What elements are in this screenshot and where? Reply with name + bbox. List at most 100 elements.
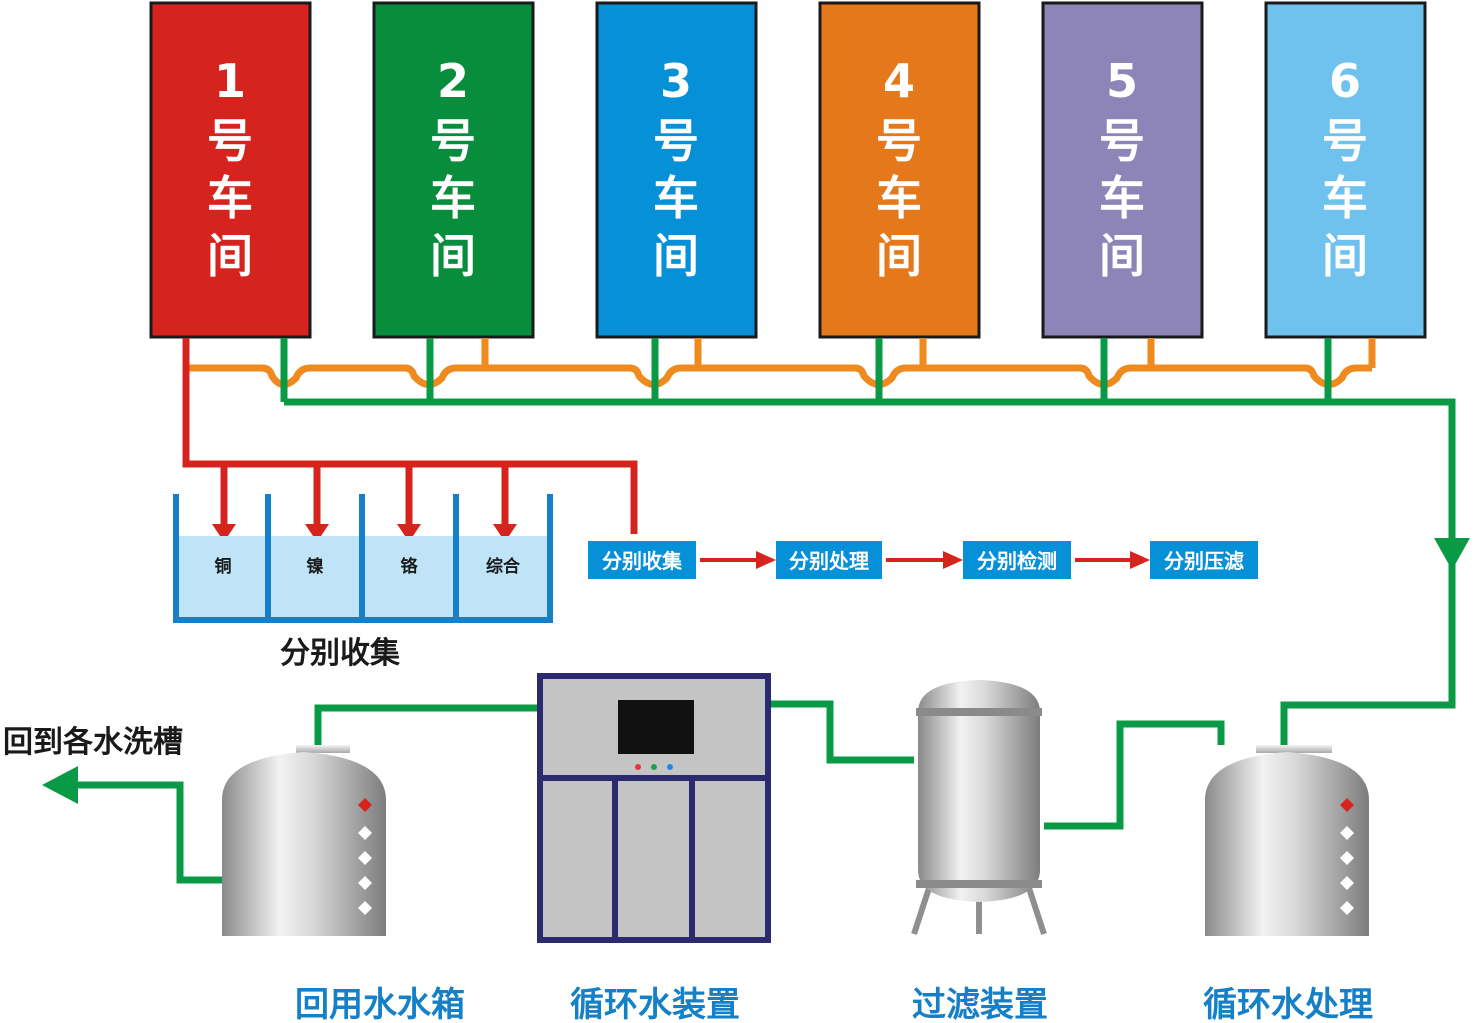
treatment-tank-level-3	[1340, 876, 1354, 890]
step-4-box	[1150, 541, 1258, 579]
reuse-tank-cap	[296, 745, 350, 753]
workshop-5-char-2: 车	[1099, 171, 1145, 225]
indicator-light-blue	[667, 764, 673, 770]
red-arrow-1	[212, 524, 236, 542]
workshop-5-box	[1041, 1, 1204, 339]
caption-filter-device: 过滤装置	[912, 985, 1048, 1023]
workshop-1-box	[149, 1, 312, 339]
workshop-2-char-3: 间	[430, 229, 476, 283]
workshop-6-number: 6	[1329, 54, 1361, 108]
filter-body	[918, 680, 1040, 902]
treatment-tank-cap	[1256, 745, 1332, 753]
collection-caption: 分别收集	[280, 636, 401, 671]
workshop-1-char-2: 车	[207, 171, 253, 225]
caption-reuse-tank: 回用水水箱	[295, 985, 465, 1023]
circulation-cabinet	[537, 673, 771, 943]
green-return-arrow	[42, 766, 78, 804]
workshop-6-char-3: 间	[1322, 229, 1368, 283]
reuse-tank-level-3	[358, 876, 372, 890]
treatment-tank-level-1	[1340, 826, 1354, 840]
workshop-4: 4 号 车 间	[818, 1, 981, 339]
red-arrow-2	[305, 524, 329, 542]
step-arrow-1-head	[756, 551, 776, 569]
workshop-3-box	[595, 1, 758, 339]
workshop-6-char-2: 车	[1322, 171, 1368, 225]
workshop-5-number: 5	[1106, 54, 1138, 108]
filter-band-bottom	[916, 880, 1042, 888]
treatment-tank-level-2	[1340, 851, 1354, 865]
red-arrow-3	[397, 524, 421, 542]
green-pipe	[75, 338, 1456, 884]
treatment-tank-level-4	[1340, 901, 1354, 915]
workshop-1-number: 1	[214, 54, 246, 108]
workshop-3-number: 3	[660, 54, 692, 108]
step-arrow-3-head	[1130, 551, 1150, 569]
step-2-label: 分别处理	[789, 549, 869, 573]
treatment-tank-body	[1205, 752, 1369, 936]
green-main-line	[284, 398, 1456, 745]
workshop-6: 6 号 车 间	[1264, 1, 1427, 339]
green-line-cabinet-to-tank	[314, 704, 540, 745]
workshop-4-char-2: 车	[876, 171, 922, 225]
treatment-tank-level-red	[1340, 798, 1354, 812]
workshop-5-char-3: 间	[1099, 229, 1145, 283]
bin-nickel: 镍	[307, 556, 324, 577]
workshop-2-box	[372, 1, 535, 339]
workshop-3-char-3: 间	[653, 229, 699, 283]
green-return-line	[75, 781, 222, 884]
workshop-2-number: 2	[437, 54, 469, 108]
step-3-box	[963, 541, 1071, 579]
filter-leg-right	[1025, 884, 1047, 935]
step-arrow-2-head	[943, 551, 963, 569]
bin-copper: 铜	[215, 556, 232, 577]
workshop-1: 1 号 车 间	[149, 1, 312, 339]
workshop-3-char-2: 车	[653, 171, 699, 225]
green-line-to-filter	[1044, 720, 1225, 830]
reuse-tank-level-1	[358, 826, 372, 840]
red-drop-arrows	[212, 524, 517, 542]
workshop-4-box	[818, 1, 981, 339]
workshop-6-box	[1264, 1, 1427, 339]
filter-vessel	[911, 680, 1047, 935]
workshop-1-char-1: 号	[207, 114, 253, 168]
reuse-water-tank	[222, 745, 386, 936]
workshop-1-char-3: 间	[207, 229, 253, 283]
workshops-row: 1 号 车 间 2 号 车 间 3 号 车 间 4 号 车 间 5	[149, 1, 1427, 339]
filter-leg-left	[911, 884, 933, 935]
green-flow-arrow-down	[1434, 538, 1470, 570]
step-1-box	[588, 541, 696, 579]
bin-composite: 综合	[486, 556, 521, 577]
caption-water-treatment: 循环水处理	[1203, 985, 1373, 1023]
workshop-3: 3 号 车 间	[595, 1, 758, 339]
step-2-box	[776, 541, 882, 579]
cabinet-screen	[618, 700, 694, 754]
workshop-5: 5 号 车 间	[1041, 1, 1204, 339]
red-pipe	[182, 338, 638, 534]
bin-chromium: 铬	[401, 556, 419, 577]
reuse-tank-level-red	[358, 798, 372, 812]
red-arrow-4	[493, 524, 517, 542]
workshop-3-char-1: 号	[653, 114, 699, 168]
workshop-6-char-1: 号	[1322, 114, 1368, 168]
workshop-4-number: 4	[883, 54, 915, 108]
indicator-light-red	[635, 764, 641, 770]
return-label: 回到各水洗槽	[3, 725, 183, 760]
caption-circulation-device: 循环水装置	[570, 985, 740, 1023]
workshop-2-char-1: 号	[430, 114, 476, 168]
process-steps: 分别收集 分别处理 分别检测 分别压滤	[588, 541, 1258, 579]
workshop-4-char-3: 间	[876, 229, 922, 283]
filter-band-top	[916, 708, 1042, 716]
reuse-tank-level-4	[358, 901, 372, 915]
step-4-label: 分别压滤	[1164, 549, 1244, 573]
collection-tank: 铜 镍 铬 综合	[173, 494, 553, 623]
treatment-tank	[1205, 745, 1369, 936]
workshop-4-char-1: 号	[876, 114, 922, 168]
workshop-5-char-1: 号	[1099, 114, 1145, 168]
workshop-2-char-2: 车	[430, 171, 476, 225]
workshop-2: 2 号 车 间	[372, 1, 535, 339]
reuse-tank-body	[222, 752, 386, 936]
green-line-filter-to-cabinet	[770, 700, 914, 764]
orange-pipe	[188, 338, 1376, 388]
reuse-tank-level-2	[358, 851, 372, 865]
